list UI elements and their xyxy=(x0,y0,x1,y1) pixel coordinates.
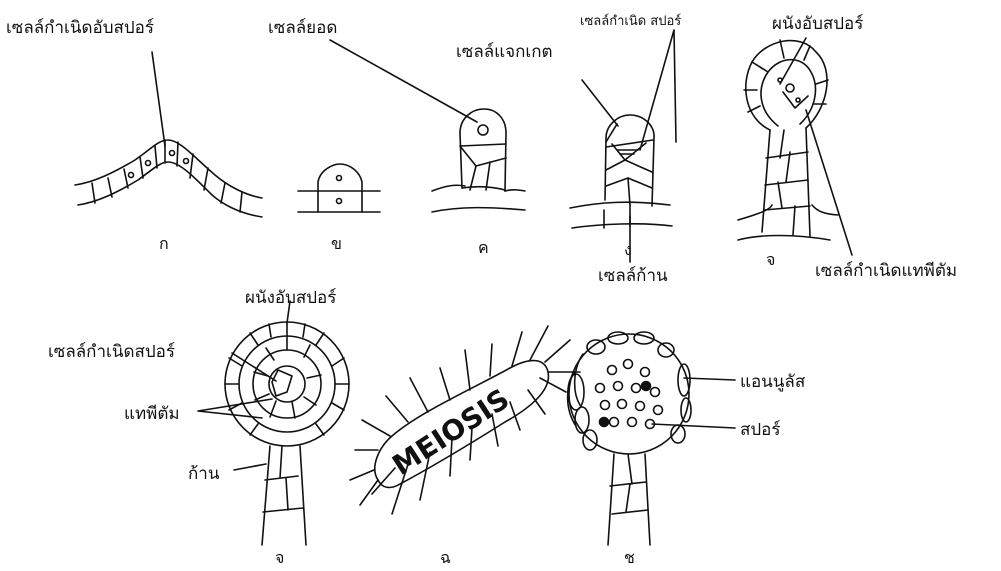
label-tapetum: แทพีตัม xyxy=(124,400,180,427)
stage-h-mature-sporangium xyxy=(568,332,691,545)
label-sporangium-wall: ผนังอับสปอร์ xyxy=(245,284,336,311)
stage-label-d: ง xyxy=(624,238,632,263)
stage-c-apical xyxy=(432,109,525,212)
label-stalk-cell: เซลล์ก้าน xyxy=(598,262,668,289)
leader-annulus xyxy=(684,378,735,380)
label-differentiated-cell: เซลล์แจกเกต xyxy=(456,38,553,65)
stage-label-c: ค xyxy=(478,236,489,261)
stage-label-b: ข xyxy=(331,232,342,257)
label-spore: สปอร์ xyxy=(740,416,781,443)
label-annulus: แอนนูลัส xyxy=(740,368,805,395)
label-sporangium-wall-top: ผนังอับสปอร์ xyxy=(772,10,863,37)
leader-archesporial xyxy=(152,52,165,146)
label-apical-cell: เซลล์ยอด xyxy=(268,14,337,41)
leader-spore xyxy=(652,424,735,428)
stage-label-f: จ xyxy=(275,546,284,571)
stage-a-epidermis xyxy=(75,140,262,217)
stage-label-h: ช xyxy=(624,546,635,571)
stage-b-initial xyxy=(298,164,380,212)
stage-f-sporangium-section xyxy=(225,322,349,545)
label-stalk: ก้าน xyxy=(188,460,219,487)
leader-tapetum xyxy=(198,399,272,418)
stage-label-e: จ xyxy=(766,248,775,273)
leader-differentiated xyxy=(582,80,618,126)
stage-g-meiosis: MEIOSIS xyxy=(350,326,580,514)
stage-label-a: ก xyxy=(159,232,169,257)
leader-tapetum-initial xyxy=(806,110,852,255)
label-sporogenous-cell-top: เซลล์กำเนิด สปอร์ xyxy=(580,10,681,31)
label-tapetum-initial: เซลล์กำเนิดแทพีตัม xyxy=(815,257,957,284)
label-sporogenous-cell: เซลล์กำเนิดสปอร์ xyxy=(48,338,175,365)
leader-sporogenous-top xyxy=(640,30,676,150)
leader-stalk xyxy=(234,464,266,470)
label-archesporial-cell: เซลล์กำเนิดอับสปอร์ xyxy=(6,14,154,41)
stage-d xyxy=(570,115,672,228)
leader-apical xyxy=(330,40,477,122)
stage-label-g: ฉ xyxy=(440,546,451,571)
